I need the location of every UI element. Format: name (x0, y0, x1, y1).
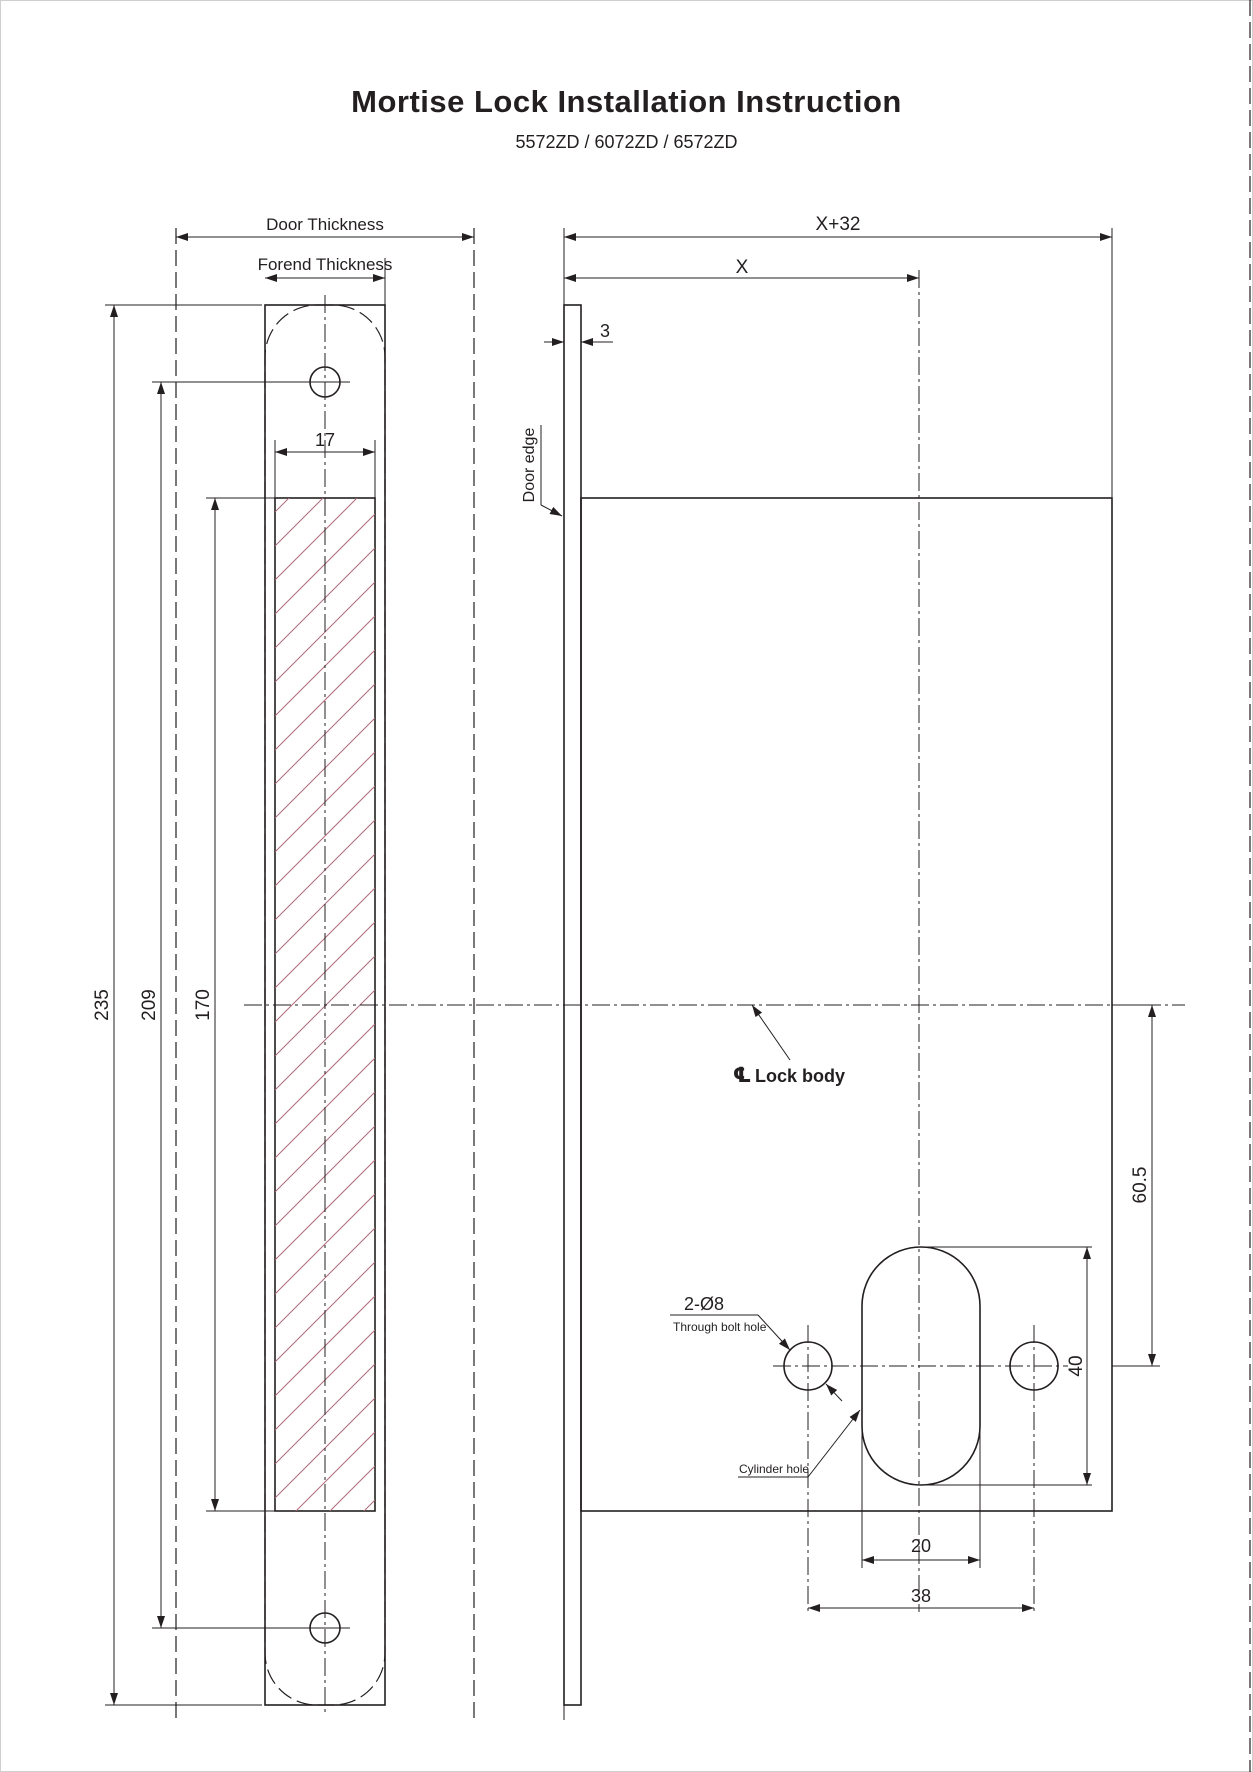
bolt-spacing-label: 38 (911, 1586, 931, 1606)
screw-spacing-label: 209 (139, 989, 160, 1021)
forend-length-label: 235 (92, 989, 113, 1021)
hatch-line (275, 989, 375, 1091)
case-length-label: X+32 (816, 214, 861, 235)
body-width-label: 17 (315, 430, 335, 450)
model-numbers: 5572ZD / 6072ZD / 6572ZD (515, 132, 738, 152)
cylinder-width-label: 20 (911, 1536, 931, 1556)
through-bolt-hole-label: Through bolt hole (673, 1320, 767, 1334)
hatch-line (275, 649, 375, 751)
hole-spec-label: 2-Ø8 (684, 1294, 724, 1314)
door-edge-leader (540, 504, 563, 517)
hatch-line (275, 785, 375, 887)
cylinder-hole-leader (807, 1409, 861, 1478)
door-edge-label: Door edge (521, 428, 538, 503)
section-hatch (275, 498, 375, 1511)
hole-diameter-arrow (825, 1383, 843, 1402)
hatch-line (275, 498, 324, 547)
lock-body-label: Lock body (755, 1066, 845, 1086)
hatch-line (275, 1227, 375, 1329)
through-bolt-hole-leader (757, 1314, 791, 1351)
page-title: Mortise Lock Installation Instruction (351, 84, 902, 119)
hatch-line (295, 1431, 375, 1511)
forend-view: Door Thickness Forend Thickness 17 235 2… (92, 215, 475, 1720)
backset-label: X (736, 257, 749, 278)
lock-body-leader (751, 1004, 791, 1061)
body-height-label: 170 (193, 989, 214, 1021)
forend-thickness-label: Forend Thickness (258, 255, 393, 274)
cylinder-height-label: 40 (1066, 1355, 1087, 1376)
cylinder-hole-label: Cylinder hole (739, 1462, 809, 1476)
center-distance-label: 60.5 (1130, 1167, 1151, 1204)
center-line-symbol: ℄ (733, 1064, 752, 1087)
hatch-line (275, 1193, 375, 1295)
door-thickness-label: Door Thickness (266, 215, 384, 234)
faceplate-thickness-label: 3 (600, 321, 610, 341)
side-view: X+32 X 3 Door edge ℄ Lock body 60.5 (521, 214, 1160, 1720)
hatch-line (329, 1465, 375, 1511)
